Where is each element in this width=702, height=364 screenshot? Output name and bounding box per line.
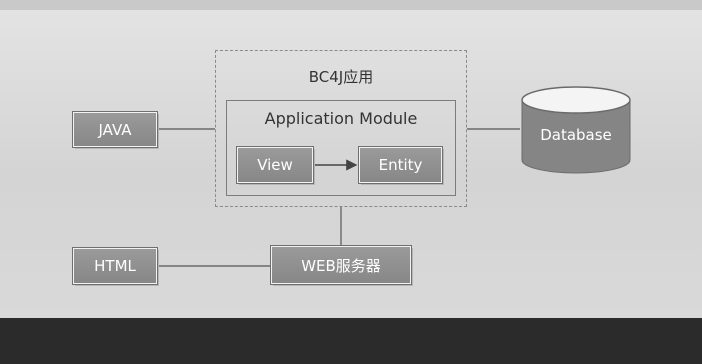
database-cylinder xyxy=(521,86,631,174)
bc4j-application-container xyxy=(215,50,467,207)
footer-bar xyxy=(0,318,702,364)
application-module-box xyxy=(226,100,456,196)
top-strip xyxy=(0,0,702,10)
html-node: HTML xyxy=(72,247,158,285)
web-server-node: WEB服务器 xyxy=(270,245,412,285)
bc4j-container-title: BC4J应用 xyxy=(308,68,374,86)
connector-layer xyxy=(158,86,631,267)
database-label: Database xyxy=(540,126,612,144)
view-node: View xyxy=(236,146,314,184)
java-node: JAVA xyxy=(72,111,158,148)
application-module-title: Application Module xyxy=(264,109,418,128)
entity-node: Entity xyxy=(358,146,443,184)
